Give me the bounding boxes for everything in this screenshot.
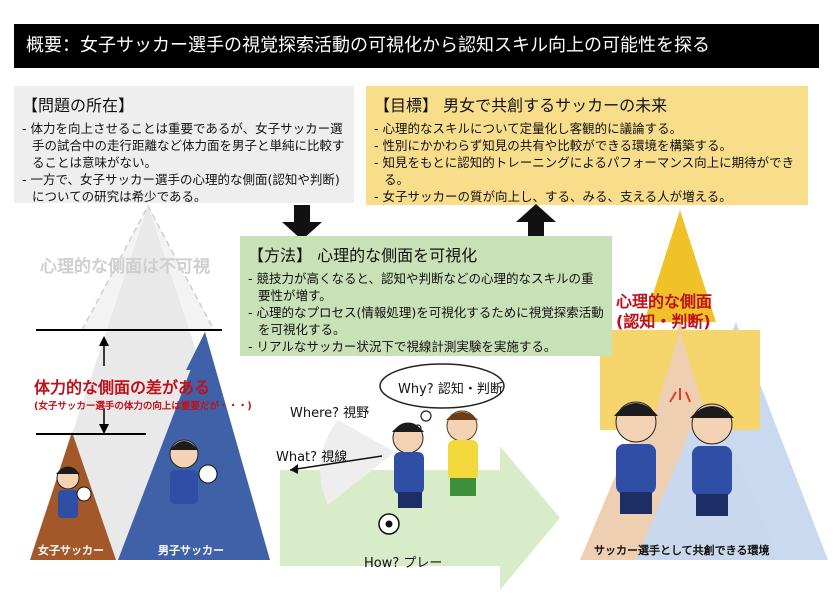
goal-item: - 心理的なスキルについて定量化し客観的に議論する。 (374, 121, 683, 136)
method-item: - リアルなサッカー状況下で視線計測実験を実施する。 (248, 339, 557, 354)
problem-item: - 体力を向上させることは重要であるが、女子サッカー選手の試合中の走行距離など体… (22, 121, 345, 170)
goal-item: - 性別にかかわらず知見の共有や比較ができる環境を構築する。 (374, 138, 732, 153)
goal-item: - 知見をもとに認知的トレーニングによるパフォーマンス向上に期待ができる。 (374, 155, 795, 187)
psych-band-right (680, 330, 760, 430)
problem-list: - 体力を向上させることは重要であるが、女子サッカー選手の試合中の走行距離など体… (22, 120, 346, 205)
method-item: - 競技力が高くなると、認知や判断などの心理的なスキルの重要性が増す。 (248, 271, 594, 303)
gaze-arrow-head (290, 464, 298, 474)
men-player-illustration (169, 439, 218, 504)
center-players-illustration (392, 410, 478, 508)
method-item: - 心理的なプロセス(情報処理)を可視化するために視覚探索活動を可視化する。 (248, 305, 604, 337)
how-label: How? プレー (364, 556, 443, 571)
up-arrow (516, 204, 556, 236)
problem-title: 【問題の所在】 (22, 96, 135, 115)
psych-side-sublabel: (認知・判断) (616, 312, 711, 331)
psych-side-label: 心理的な側面 (616, 292, 713, 311)
goal-list: - 心理的なスキルについて定量化し客観的に議論する。 - 性別にかかわらず知見の… (374, 120, 800, 205)
psych-top-triangle (644, 210, 716, 322)
gaze-line (289, 455, 383, 471)
goal-title: 【目標】 男女で共創するサッカーの未来 (374, 96, 668, 115)
thought-cloud (379, 363, 505, 409)
thought-bubble-1 (420, 410, 432, 422)
down-arrow (282, 205, 322, 240)
vision-fan (320, 420, 395, 505)
soccer-ball-icon (378, 513, 400, 535)
problem-box: 【問題の所在】 - 体力を向上させることは重要であるが、女子サッカー選手の試合中… (14, 86, 354, 205)
where-label: Where? 視野 (290, 406, 370, 421)
physical-gap-label: 体力的な側面の差がある (34, 378, 211, 397)
method-list: - 競技力が高くなると、認知や判断などの心理的なスキルの重要性が増す。 - 心理… (248, 270, 604, 355)
men-triangle-tip (186, 332, 212, 370)
men-soccer-label: 男子サッカー (158, 544, 224, 557)
invisible-psych-label: 心理的な側面は不可視 (40, 257, 210, 277)
right-players-illustration (614, 388, 734, 516)
problem-item: - 一方で、女子サッカー選手の心理的な側面(認知や判断)についての研究は希少であ… (22, 172, 340, 204)
co-creation-caption: サッカー選手として共創できる環境 (594, 544, 770, 557)
physical-gap-note: (女子サッカー選手の体力の向上は重要だが・・・) (34, 401, 252, 412)
women-soccer-label: 女子サッカー (38, 544, 104, 557)
men-env-triangle (636, 322, 828, 560)
gap-arrow-head-up (99, 336, 109, 346)
gap-arrow-head-down (99, 424, 109, 434)
women-player-illustration (56, 466, 92, 518)
what-label: What? 視線 (276, 450, 348, 465)
method-title: 【方法】 心理的な側面を可視化 (248, 246, 478, 265)
page-title: 概要：女子サッカー選手の視覚探索活動の可視化から認知スキル向上の可能性を探る (14, 24, 819, 68)
psych-band-left (600, 330, 680, 430)
goal-item: - 女子サッカーの質が向上し、する、みる、支える人が増える。 (374, 189, 732, 204)
why-label: Why? 認知・判断 (398, 382, 503, 397)
method-box: 【方法】 心理的な側面を可視化 - 競技力が高くなると、認知や判断などの心理的な… (240, 236, 612, 356)
goal-box: 【目標】 男女で共創するサッカーの未来 - 心理的なスキルについて定量化し客観的… (366, 86, 808, 205)
